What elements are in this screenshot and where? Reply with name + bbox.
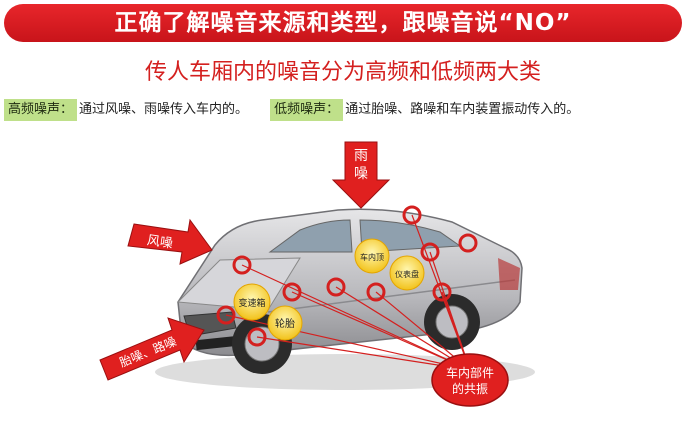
car-noise-diagram: 变速箱 轮胎 车内顶 仪表盘 雨 噪 风噪 胎噪、路噪 车内部件 的共振: [0, 140, 686, 420]
wind-noise-arrow: 风噪: [127, 218, 213, 265]
resonance-lines: [225, 214, 471, 371]
high-frequency-tag: 高频噪声：: [4, 99, 78, 121]
part-bubble-roof: 车内顶: [354, 238, 390, 274]
car-illustration: 变速箱 轮胎 车内顶 仪表盘 雨 噪 风噪 胎噪、路噪 车内部件 的共振: [99, 141, 535, 407]
part-bubble-gearbox: 变速箱: [233, 283, 271, 321]
resonance-label-line-2: 的共振: [452, 381, 488, 396]
rain-noise-label-2: 噪: [354, 166, 368, 182]
part-label-gearbox: 变速箱: [238, 297, 265, 309]
noise-info-row: 高频噪声：通过风噪、雨噪传入车内的。 低频噪声：通过胎噪、路噪和车内装置振动传入…: [4, 97, 686, 123]
wind-noise-label: 风噪: [146, 233, 174, 251]
part-label-tire: 轮胎: [275, 317, 295, 330]
part-bubble-tire: 轮胎: [267, 305, 303, 341]
low-frequency-desc: 通过胎噪、路噪和车内装置振动传入的。: [345, 102, 580, 117]
vibration-markers: [216, 205, 478, 347]
part-label-dashboard: 仪表盘: [395, 269, 419, 279]
page-title: 正确了解噪音来源和类型，跟噪音说“NO”: [114, 10, 572, 36]
subtitle: 传人车厢内的噪音分为高频和低频两大类: [144, 60, 541, 85]
resonance-label: 车内部件 的共振: [431, 353, 509, 407]
title-banner: 正确了解噪音来源和类型，跟噪音说“NO”: [4, 4, 682, 42]
part-bubble-dashboard: 仪表盘: [389, 255, 425, 291]
rain-noise-arrow: 雨 噪: [331, 141, 391, 209]
part-label-roof: 车内顶: [360, 252, 384, 262]
high-frequency-desc: 通过风噪、雨噪传入车内的。: [79, 102, 249, 117]
rain-noise-label-1: 雨: [354, 148, 368, 164]
low-frequency-tag: 低频噪声：: [270, 99, 344, 121]
resonance-label-line-1: 车内部件: [446, 365, 494, 380]
